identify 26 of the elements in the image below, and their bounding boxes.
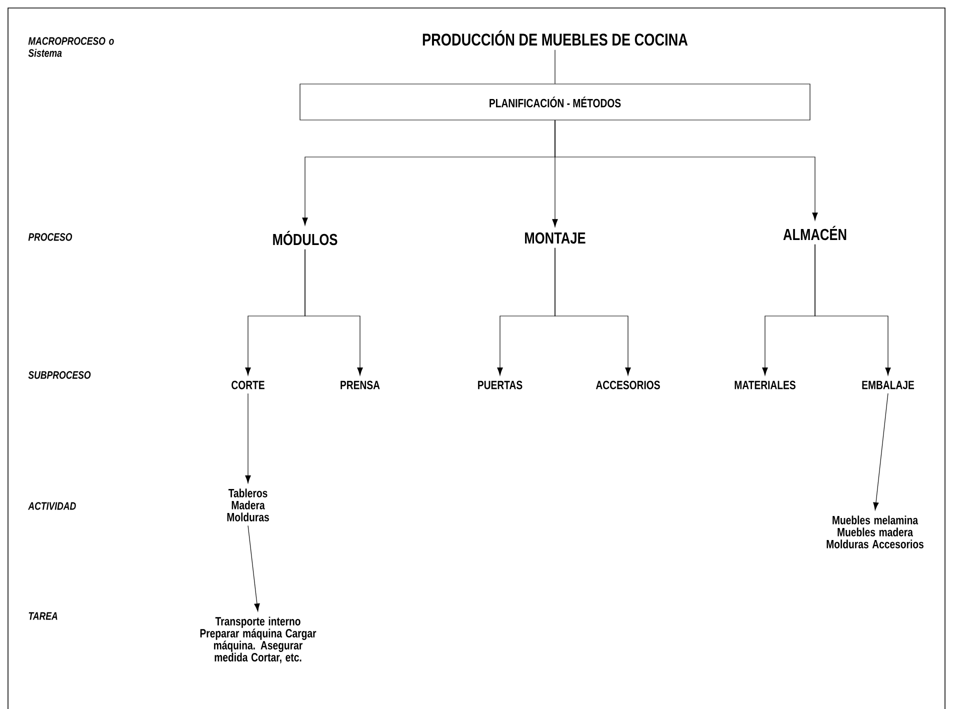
- connector-arrow: [245, 393, 251, 484]
- process-label: ACCESORIOS: [596, 380, 660, 390]
- item-list: Tableros Madera Molduras: [227, 488, 269, 522]
- process-label: MONTAJE: [525, 232, 586, 244]
- level-label: MACROPROCESO o Sistema: [28, 37, 114, 57]
- connector-arrow: [248, 525, 260, 612]
- item-list: Muebles melamina Muebles madera Molduras Accesorios: [826, 516, 924, 548]
- connector-arrow: [554, 120, 818, 221]
- connector-arrow: [304, 249, 363, 376]
- process-label: MÓDULOS: [273, 230, 338, 246]
- item-list: Transporte interno Preparar máquina Cargar máquina. Asegurar medida Cortar, etc.: [200, 616, 316, 664]
- connector-arrow: [873, 393, 888, 510]
- connector-arrow: [814, 244, 891, 376]
- process-label: ALMACÉN: [783, 226, 846, 240]
- process-label: EMBALAJE: [862, 380, 914, 390]
- title-text: PRODUCCIÓN DE MUEBLES DE COCINA: [422, 30, 688, 46]
- process-label: MATERIALES: [734, 380, 796, 390]
- process-label: CORTE: [232, 380, 264, 390]
- level-label: TAREA: [28, 612, 58, 620]
- level-label: ACTIVIDAD: [28, 502, 76, 510]
- level-label: SUBPROCESO: [28, 371, 91, 379]
- level-label: PROCESO: [28, 233, 72, 241]
- process-box: PLANIFICACIÓN - MÉTODOS: [300, 84, 810, 120]
- connector-arrow: [554, 248, 631, 376]
- process-label: PRENSA: [340, 380, 380, 390]
- process-label: PUERTAS: [478, 380, 522, 390]
